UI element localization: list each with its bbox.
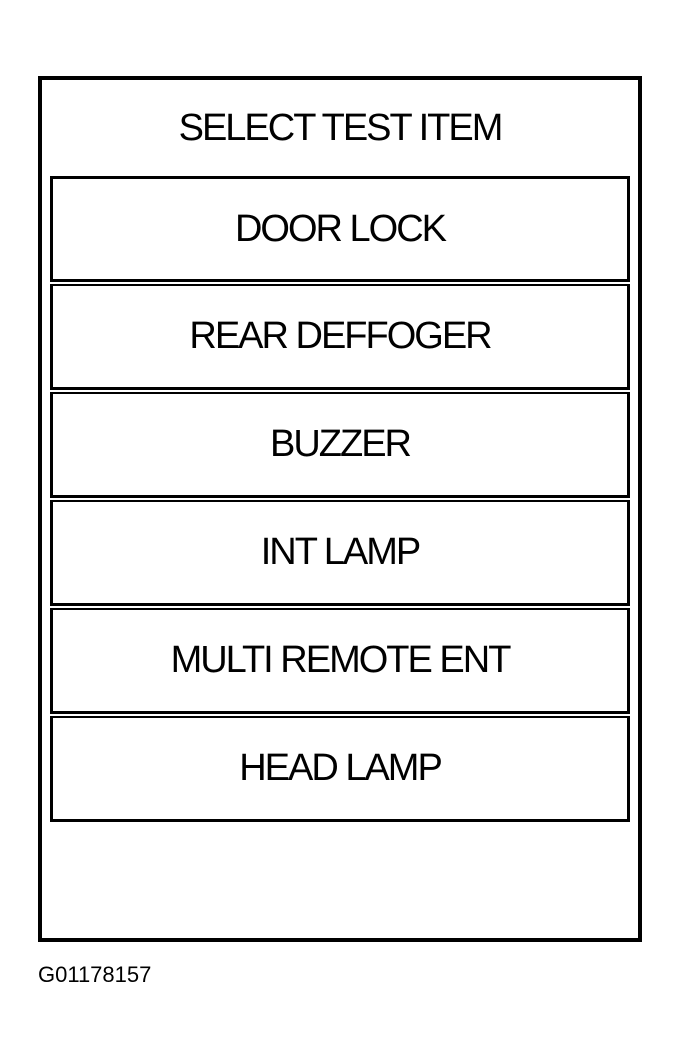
menu-item-multi-remote-ent[interactable]: MULTI REMOTE ENT [50, 608, 630, 714]
menu-item-buzzer[interactable]: BUZZER [50, 392, 630, 498]
test-item-screen: SELECT TEST ITEM DOOR LOCK REAR DEFFOGER… [38, 76, 642, 942]
screen-title: SELECT TEST ITEM [178, 107, 504, 149]
figure-id: G01178157 [38, 962, 152, 987]
test-item-menu: DOOR LOCK REAR DEFFOGER BUZZER INT LAMP … [50, 176, 630, 822]
menu-item-door-lock[interactable]: DOOR LOCK [50, 176, 630, 282]
menu-item-rear-defogger[interactable]: REAR DEFFOGER [50, 284, 630, 390]
menu-item-int-lamp[interactable]: INT LAMP [50, 500, 630, 606]
menu-item-head-lamp[interactable]: HEAD LAMP [50, 716, 630, 822]
